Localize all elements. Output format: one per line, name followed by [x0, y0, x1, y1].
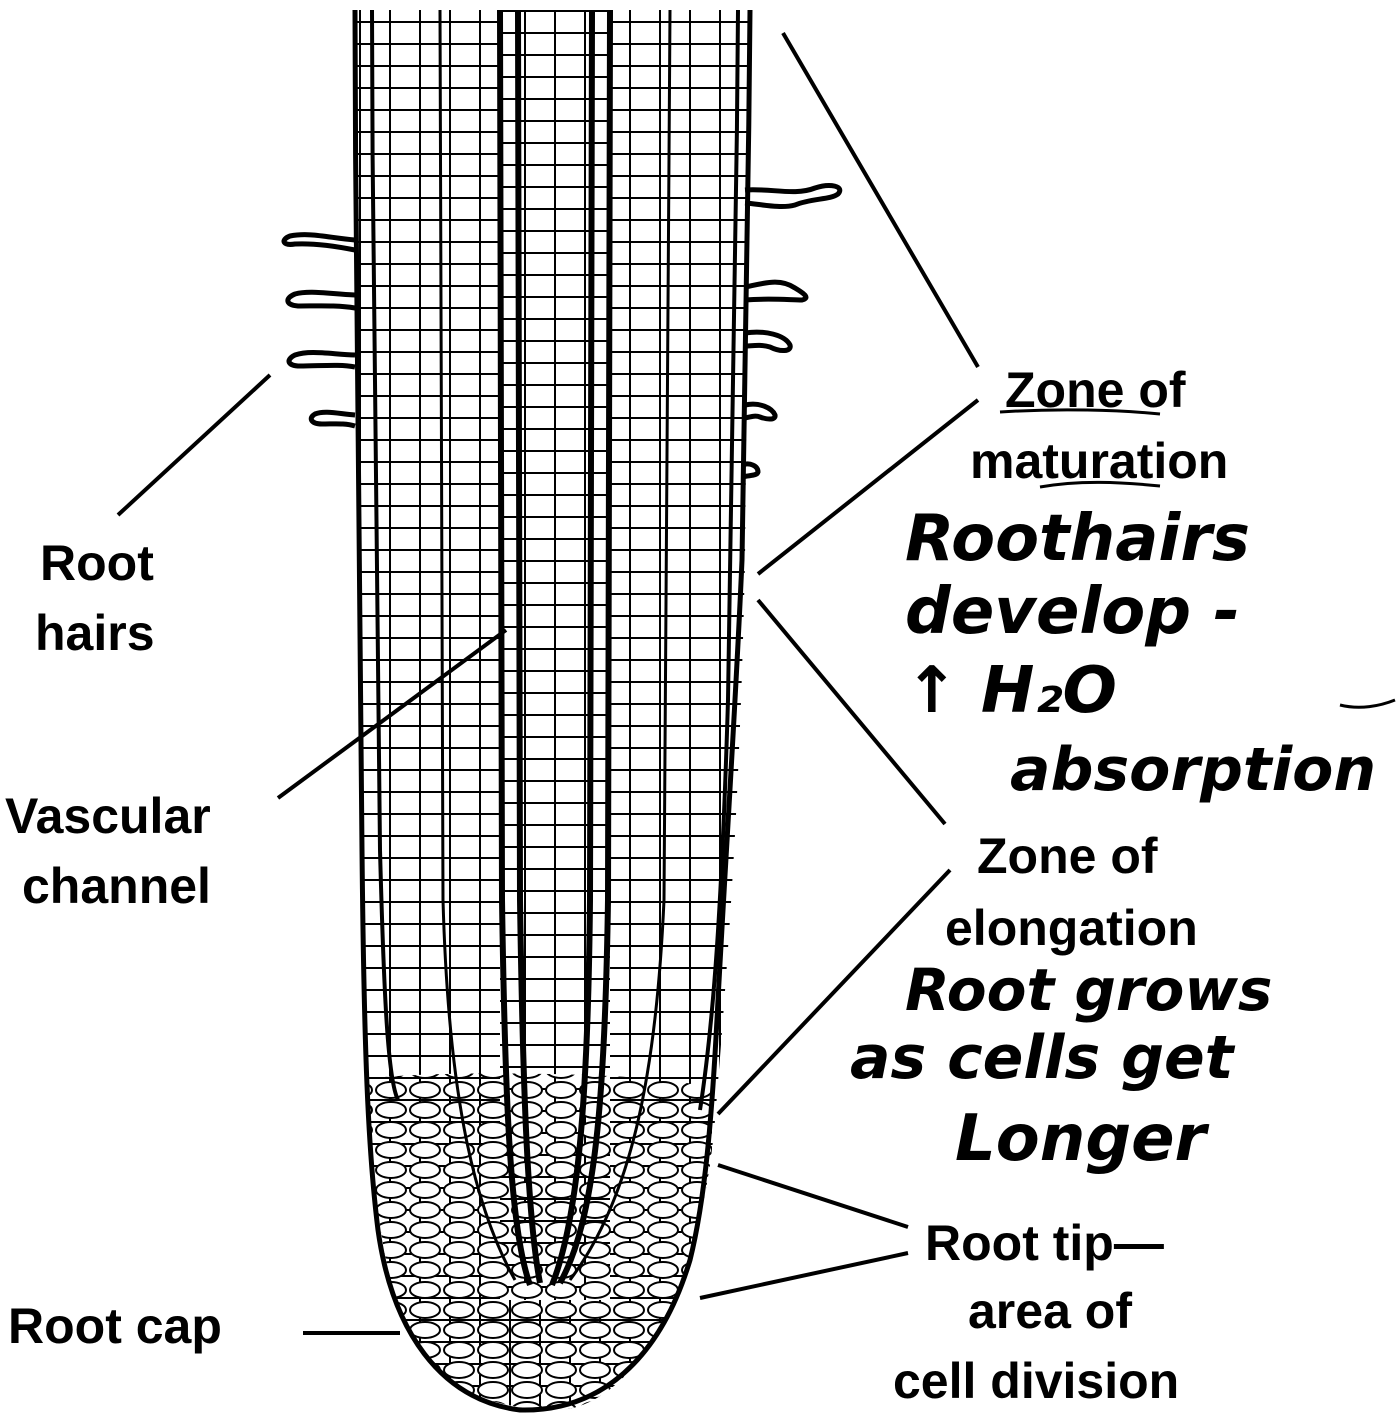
leader-root-hairs: [118, 375, 270, 515]
label-zone-maturation: Zone of maturation: [970, 362, 1228, 489]
svg-text:↑ H₂O: ↑ H₂O: [905, 654, 1117, 728]
svg-text:Root: Root: [40, 535, 154, 591]
root-illustration: [284, 0, 840, 1417]
svg-text:hairs: hairs: [35, 605, 155, 661]
root-hairs-left: [284, 235, 355, 426]
leader-root-tip-bottom: [700, 1253, 908, 1298]
svg-text:develop -: develop -: [905, 575, 1240, 649]
svg-text:maturation: maturation: [970, 433, 1228, 489]
label-root-hairs: Root hairs: [35, 535, 155, 661]
svg-text:Vascular: Vascular: [5, 788, 211, 844]
handwritten-note-maturation: Roothairs develop - ↑ H₂O absorption: [905, 502, 1395, 805]
svg-text:absorption: absorption: [1010, 735, 1376, 805]
svg-text:Zone of: Zone of: [977, 828, 1158, 884]
label-zone-elongation: Zone of elongation: [945, 828, 1198, 956]
svg-text:Roothairs: Roothairs: [905, 502, 1250, 576]
svg-text:channel: channel: [22, 858, 211, 914]
svg-text:Root tip—: Root tip—: [925, 1215, 1164, 1271]
svg-text:Root grows: Root grows: [905, 956, 1272, 1024]
svg-text:Root cap: Root cap: [8, 1298, 222, 1354]
svg-text:area of: area of: [968, 1283, 1132, 1339]
label-vascular-channel: Vascular channel: [5, 788, 211, 914]
svg-text:Longer: Longer: [955, 1102, 1210, 1176]
svg-text:elongation: elongation: [945, 900, 1198, 956]
leader-root-tip-top: [718, 1165, 908, 1227]
svg-text:cell division: cell division: [893, 1353, 1179, 1409]
root-hairs-right: [742, 186, 840, 477]
handwritten-note-elongation: Root grows as cells get Longer: [850, 956, 1272, 1176]
label-root-cap: Root cap: [8, 1298, 222, 1354]
label-root-tip: Root tip— area of cell division: [893, 1215, 1179, 1409]
svg-text:as cells get: as cells get: [850, 1023, 1236, 1093]
